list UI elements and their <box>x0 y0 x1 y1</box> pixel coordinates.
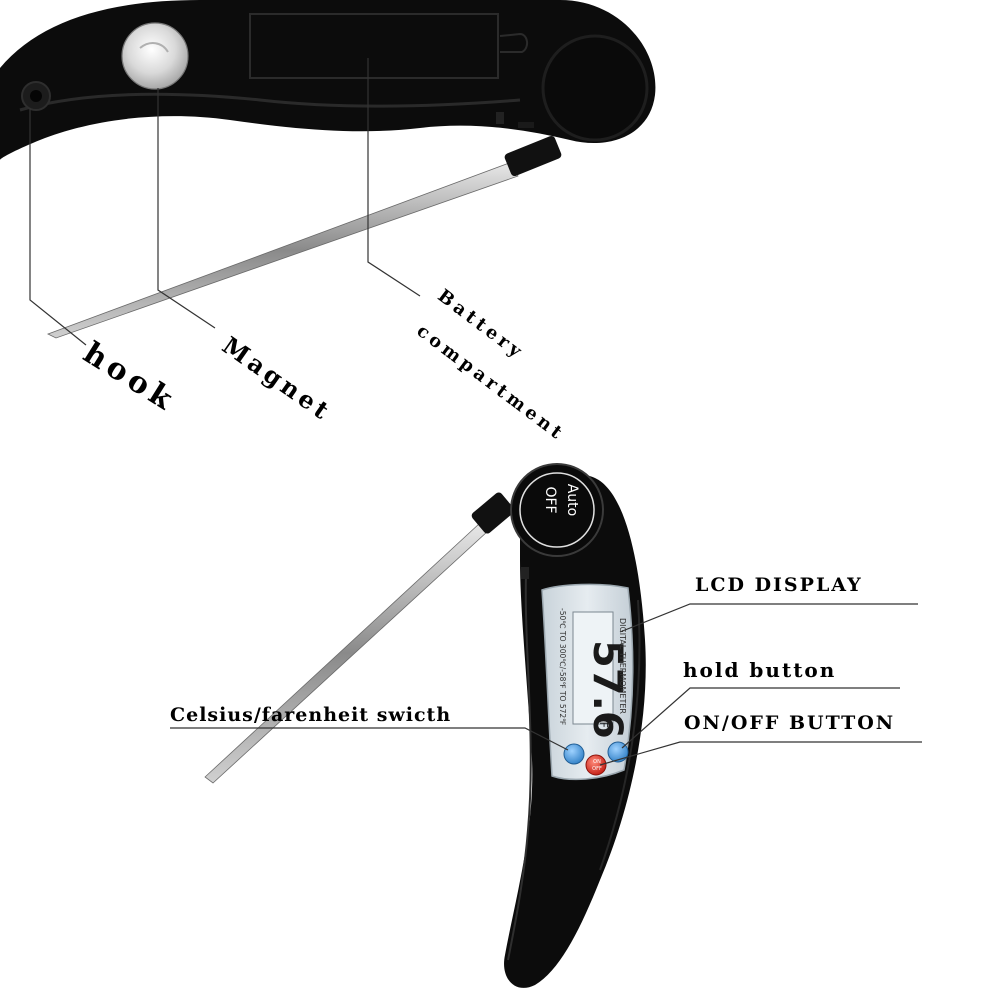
celsius-leader <box>170 727 569 751</box>
probe-top <box>46 135 562 339</box>
auto-off-dial-icon: Auto OFF <box>510 463 604 557</box>
hold-leader <box>621 687 900 749</box>
callout-lines-bottom <box>170 603 922 766</box>
lcd-reading: 57.6 <box>584 640 630 739</box>
callout-celsius-switch: Celsius/farenheit swicth <box>170 704 452 726</box>
on-off-button[interactable]: ON OFF <box>585 754 607 776</box>
front-view: Auto OFF 57.6 °F DIGITAL THERMOMETER -50… <box>204 463 646 988</box>
dial-label-auto: Auto <box>564 484 580 517</box>
hook-leader <box>29 108 87 346</box>
probe-front <box>204 492 515 784</box>
hook-icon <box>21 81 51 111</box>
callout-hold-button: hold button <box>683 658 837 682</box>
back-view <box>0 0 656 339</box>
lcd-leader <box>619 603 918 633</box>
on-off-leader <box>599 741 922 766</box>
celsius-fahrenheit-button[interactable] <box>563 743 585 765</box>
device-brand-text: DIGITAL THERMOMETER <box>618 618 627 714</box>
on-off-button-label-off: OFF <box>592 766 602 772</box>
device-range-text: -50℃ TO 300℃/-58℉ TO 572℉ <box>558 608 567 725</box>
on-off-button-label-on: ON <box>593 759 601 765</box>
battery-compartment-cover <box>249 13 528 79</box>
lcd-unit: °F <box>597 716 610 728</box>
callout-on-off-button: ON/OFF BUTTON <box>684 712 896 734</box>
callout-lines-top <box>29 58 421 346</box>
magnet-leader <box>157 88 216 329</box>
magnet-icon <box>121 22 189 90</box>
callout-lcd-display: LCD DISPLAY <box>695 574 863 596</box>
dial-label-off: OFF <box>542 486 558 513</box>
hinge <box>541 34 649 142</box>
battery-leader <box>367 58 421 297</box>
lcd-panel: 57.6 °F DIGITAL THERMOMETER -50℃ TO 300℃… <box>541 583 634 781</box>
